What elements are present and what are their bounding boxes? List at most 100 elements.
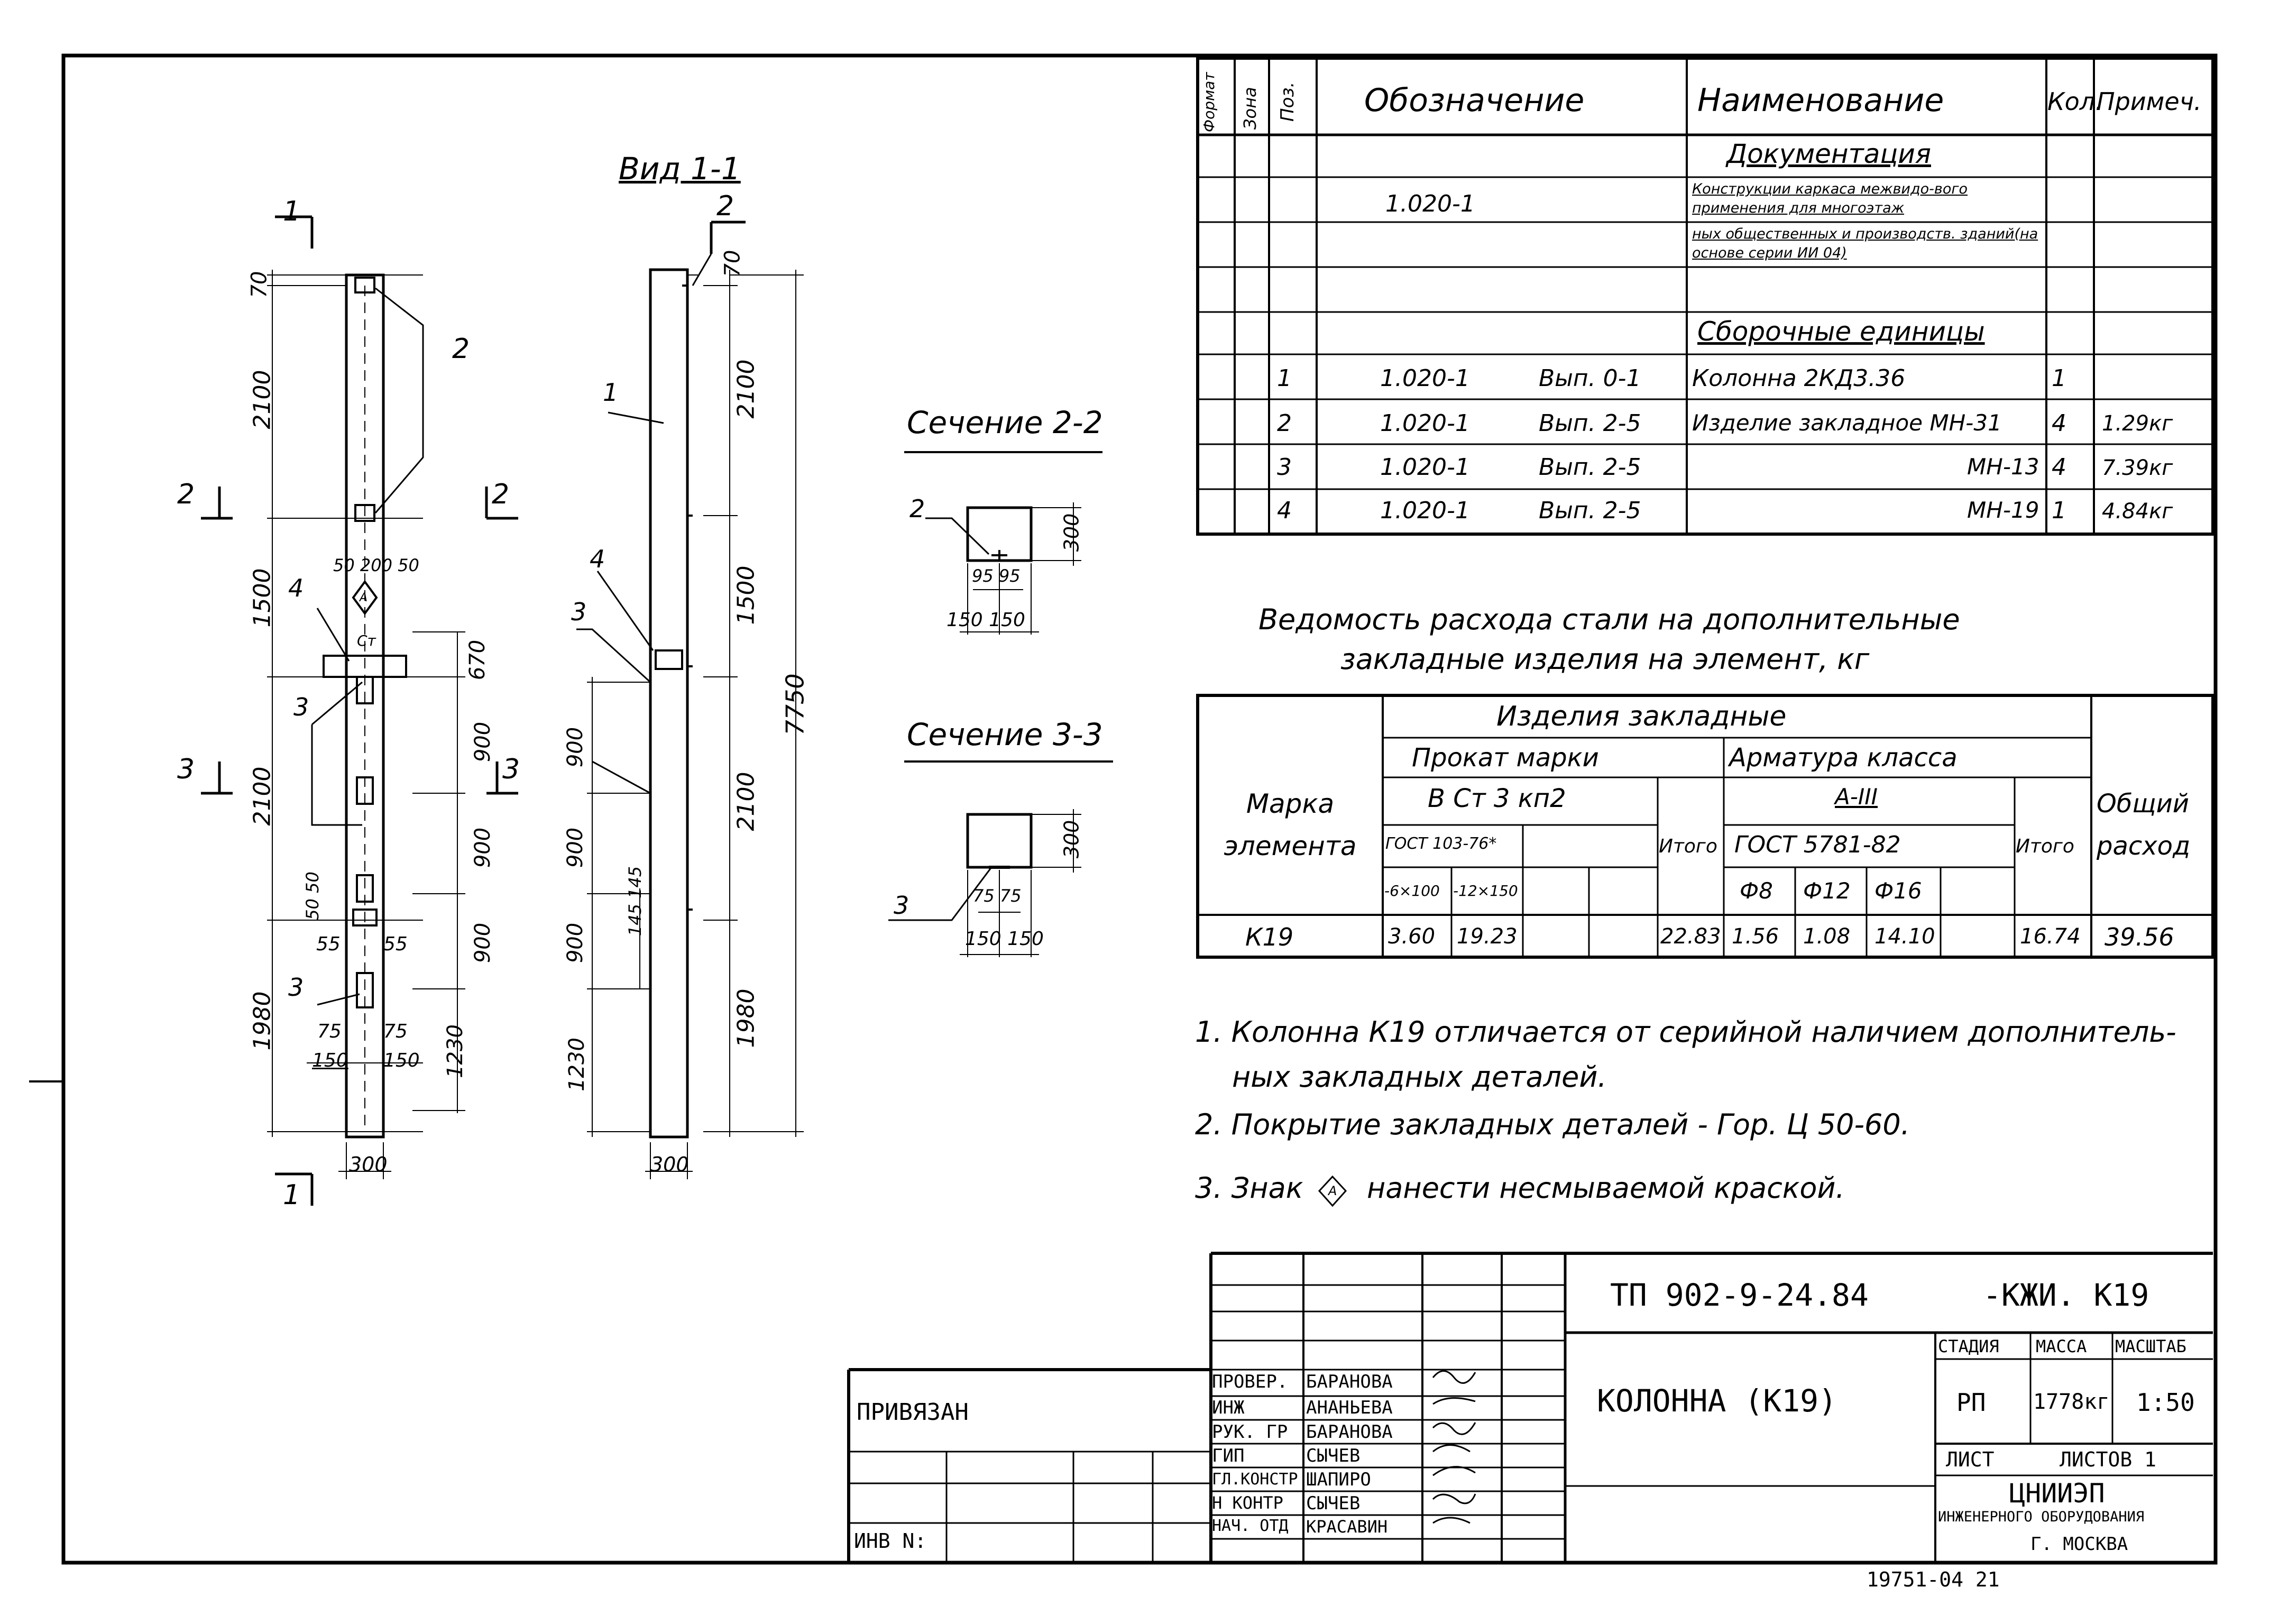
steel-h-rebar-class: А-III — [1835, 784, 1878, 810]
steel-row-r2: 19.23 — [1457, 924, 1518, 949]
spec-row-2-name: ных общественных и производств. зданий(н… — [1692, 226, 2038, 261]
side-dim-1500: 1500 — [732, 565, 760, 625]
sec-mark-1-top: 1 — [283, 196, 301, 227]
front-dim-150a: 150 — [312, 1050, 348, 1071]
spec-row-5-name: Колонна 2КД3.36 — [1692, 365, 1906, 392]
front-dim-75b: 75 — [383, 1021, 408, 1042]
sec-mark-1-bottom: 1 — [283, 1179, 301, 1211]
pos-label-4-front: 4 — [288, 574, 304, 602]
spec-row-6-ver: Вып. 2-5 — [1539, 410, 1641, 437]
side-dim-2100b: 2100 — [732, 772, 760, 831]
sheet-frame — [61, 53, 2218, 1565]
steel-h-size-1: -6×100 — [1384, 882, 1440, 900]
pos-label-2-sec: 2 — [909, 494, 925, 523]
side-dim-total: 7750 — [780, 673, 810, 736]
tb-signer-0-role: ПРОВЕР. — [1212, 1371, 1288, 1392]
spec-h-designation: Обозначение — [1364, 82, 1585, 119]
sec22-dim-b: 150 150 — [946, 609, 1025, 631]
front-dim-55a: 55 — [316, 933, 341, 955]
spec-row-6-pos: 2 — [1277, 410, 1292, 437]
tb-signer-1-role: ИНЖ — [1212, 1397, 1245, 1418]
steel-table — [1196, 694, 2214, 959]
sec22-dim-h: 300 — [1060, 513, 1083, 552]
tb-signer-2-name: БАРАНОВА — [1306, 1421, 1393, 1443]
spec-row-0-name: Документация — [1726, 139, 1931, 169]
spec-row-8-name: МН-19 — [1967, 497, 2039, 523]
spec-row-8-note: 4.84кг — [2102, 499, 2173, 524]
spec-row-8-des: 1.020-1 — [1380, 497, 1470, 524]
side-dim-900b: 900 — [563, 827, 588, 868]
view-title: Вид 1-1 — [619, 151, 741, 187]
spec-row-8-ver: Вып. 2-5 — [1539, 497, 1641, 524]
front-dim-900c: 900 — [471, 922, 495, 964]
spec-row-7-des: 1.020-1 — [1380, 454, 1470, 481]
spec-row-5-qty: 1 — [2052, 365, 2066, 392]
spec-row-5-des: 1.020-1 — [1380, 365, 1470, 392]
front-dim-55b: 55 — [383, 933, 408, 955]
sec-mark-2-side: 2 — [716, 190, 734, 222]
sec-mark-3-right: 3 — [502, 754, 520, 785]
spec-h-pos: Поз. — [1277, 81, 1298, 122]
steel-row-at: 16.74 — [2020, 924, 2081, 949]
pos-label-1-side: 1 — [603, 378, 619, 407]
tb-stage-h: СТАДИЯ — [1938, 1336, 1999, 1356]
side-dim-1230: 1230 — [564, 1038, 589, 1091]
spec-row-7-qty: 4 — [2052, 454, 2066, 481]
steel-row-r1: 3.60 — [1388, 924, 1436, 949]
side-dim-2100a: 2100 — [732, 359, 760, 419]
tb-signer-6-role: НАЧ. ОТД — [1212, 1517, 1289, 1535]
section-3-3 — [888, 760, 1113, 957]
sign-a-note — [1318, 1175, 1347, 1207]
sec-mark-3-left: 3 — [177, 754, 195, 785]
tb-doc-suffix: -КЖИ. К19 — [1983, 1277, 2149, 1313]
note-2: 2. Покрытие закладных деталей - Гор. Ц 5… — [1195, 1108, 1910, 1141]
spec-row-6-des: 1.020-1 — [1380, 410, 1470, 437]
spec-row-6-note: 1.29кг — [2102, 411, 2173, 436]
steel-h-rolled: Прокат марки — [1412, 743, 1599, 773]
side-dim-1980: 1980 — [732, 988, 760, 1048]
front-dim-150b: 150 — [383, 1050, 420, 1071]
steel-row-d8: 1.56 — [1732, 924, 1779, 949]
front-sign-small: Ст — [357, 632, 376, 649]
spec-table — [1196, 57, 2214, 536]
note-1a: 1. Колонна К19 отличается от серийной на… — [1195, 1015, 2176, 1049]
spec-row-5-ver: Вып. 0-1 — [1539, 365, 1641, 392]
steel-row-mark: К19 — [1245, 923, 1294, 951]
section-33-title: Сечение 3-3 — [907, 717, 1103, 753]
side-dim-900c: 900 — [563, 922, 588, 964]
note-3-sign: А — [1328, 1183, 1337, 1198]
tb-org3: Г. МОСКВА — [2030, 1534, 2128, 1555]
front-dim-900b: 900 — [471, 827, 495, 868]
steel-row-rt: 22.83 — [1660, 924, 1721, 949]
spec-h-qty: Кол. — [2047, 87, 2103, 116]
steel-h-total-rolled: Итого — [1659, 836, 1717, 857]
steel-h-size-2: -12×150 — [1453, 882, 1518, 900]
spec-row-7-ver: Вып. 2-5 — [1539, 454, 1641, 481]
pos-label-3-sec: 3 — [894, 891, 909, 920]
front-dim-2100a: 2100 — [249, 370, 276, 429]
front-sign-letter: А — [360, 591, 368, 604]
embed-2 — [354, 504, 375, 522]
tb-sheet: ЛИСТ — [1946, 1448, 1995, 1471]
spec-h-zone: Зона — [1240, 87, 1260, 130]
pos-label-2-front: 2 — [452, 333, 470, 365]
tb-signer-2-role: РУК. ГР — [1212, 1421, 1288, 1443]
tb-mass: 1778кг — [2033, 1390, 2110, 1414]
steel-h-overall: Общий расход — [2097, 789, 2191, 861]
side-dim-900a: 900 — [563, 727, 588, 768]
sec-mark-2-left: 2 — [177, 479, 195, 510]
steel-row-d16: 14.10 — [1874, 924, 1935, 949]
steel-h-d8: Ф8 — [1740, 878, 1773, 904]
tb-scale: 1:50 — [2136, 1388, 2195, 1417]
tb-signer-1-name: АНАНЬЕВА — [1306, 1397, 1393, 1418]
tb-name: КОЛОННА (К19) — [1597, 1383, 1837, 1419]
pos-label-4-side: 4 — [590, 545, 605, 573]
steel-h-rolled-grade: В Ст 3 кп2 — [1428, 784, 1566, 813]
spec-row-8-pos: 4 — [1277, 497, 1292, 524]
steel-row-d12: 1.08 — [1803, 924, 1851, 949]
tb-signer-0-name: БАРАНОВА — [1306, 1371, 1393, 1392]
column-side-body — [649, 268, 689, 1139]
signatures — [1432, 1370, 1476, 1524]
tb-signer-4-name: ШАПИРО — [1306, 1469, 1371, 1490]
pos-label-3-front-low: 3 — [288, 973, 304, 1002]
